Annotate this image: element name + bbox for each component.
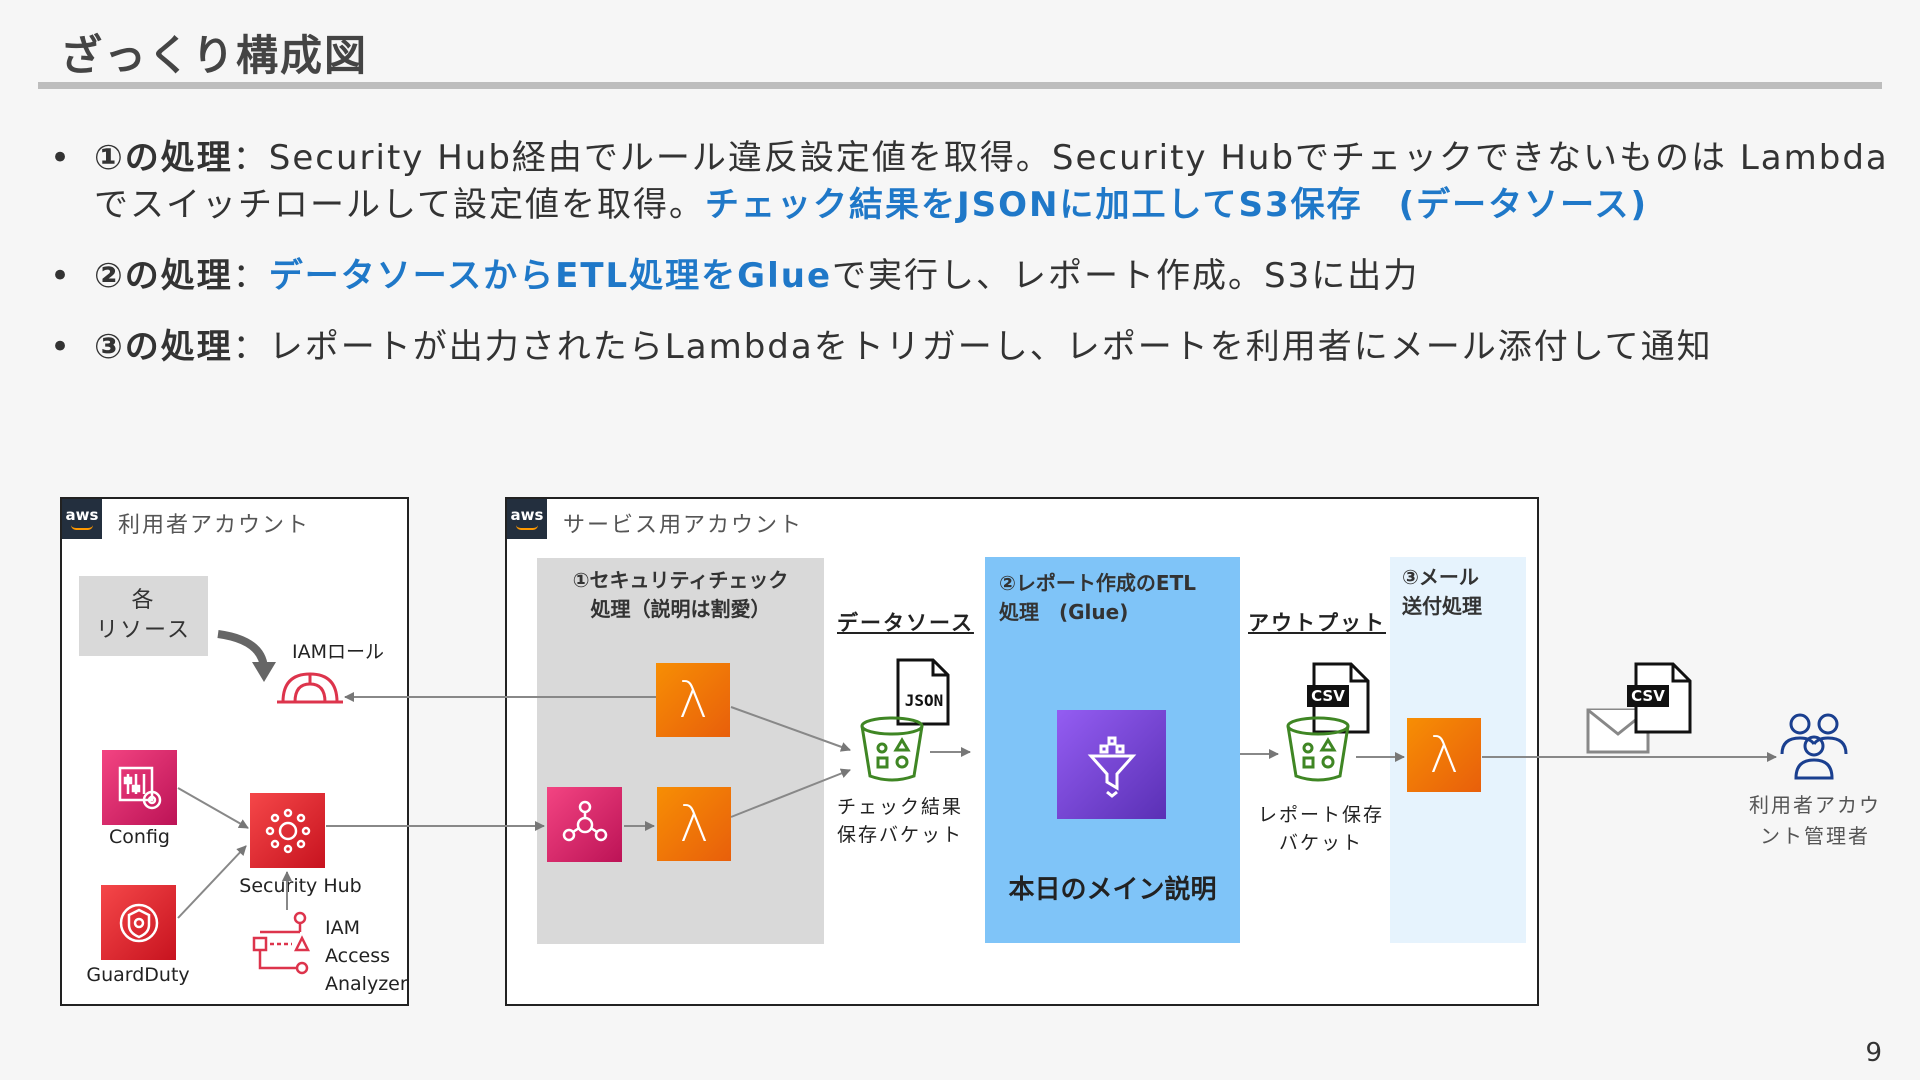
title-divider	[38, 82, 1882, 89]
bullet-1-sep: ：	[232, 138, 269, 178]
aws-logo-icon: aws	[62, 499, 102, 539]
users-icon	[1778, 710, 1850, 784]
csv-document-icon: CSV	[1307, 661, 1371, 735]
eventbridge-icon	[547, 787, 622, 862]
lambda-icon: λ	[656, 663, 730, 737]
bullet-3-sep: ：	[232, 327, 269, 367]
bullet-list: ①の処理：Security Hub経由でルール違反設定値を取得。Security…	[50, 135, 1910, 395]
datasource-label: データソース	[837, 611, 974, 635]
guardduty-label: GuardDuty	[86, 964, 190, 986]
glue-icon	[1057, 710, 1166, 819]
csv-document-icon: CSV	[1627, 661, 1693, 735]
iam-role-icon	[275, 668, 345, 714]
bucket1-label: チェック結果 保存バケット	[836, 796, 963, 846]
bucket2-label: レポート保存 バケット	[1257, 804, 1384, 854]
iam-access-analyzer-label: IAM Access Analyzer	[325, 917, 408, 995]
page-number: 9	[1865, 1038, 1882, 1068]
resources-box: 各 リソース	[79, 576, 208, 656]
s3-bucket-icon	[856, 714, 928, 790]
slide-title: ざっくり構成図	[60, 31, 369, 80]
bullet-1-text: Security Hub経由でルール違反設定値を取得。Security Hubで…	[94, 138, 1889, 225]
security-hub-icon	[250, 793, 325, 868]
bullet-3: ③の処理：レポートが出力されたらLambdaをトリガーし、レポートを利用者にメー…	[50, 324, 1910, 371]
security-check-panel-label: ①セキュリティチェック 処理（説明は割愛）	[572, 568, 789, 621]
iam-access-analyzer-icon	[252, 910, 322, 984]
aws-logo-icon: aws	[507, 499, 547, 539]
lambda-icon: λ	[1407, 718, 1481, 792]
guardduty-icon	[101, 885, 176, 960]
bullet-2-text: で実行し、レポート作成。S3に出力	[832, 256, 1420, 296]
bullet-2-highlight: データソースからETL処理をGlue	[268, 256, 833, 296]
bullet-3-label: ③の処理	[94, 327, 233, 367]
security-check-panel: ①セキュリティチェック 処理（説明は割愛）	[537, 558, 824, 944]
admin-label: 利用者アカウ ント管理者	[1749, 793, 1881, 848]
security-hub-label: Security Hub	[239, 875, 362, 897]
bullet-3-text: レポートが出力されたらLambdaをトリガーし、レポートを利用者にメール添付して…	[268, 327, 1713, 367]
config-label: Config	[109, 826, 170, 848]
glue-etl-panel-label: ②レポート作成のETL 処理 (Glue)	[999, 571, 1196, 624]
json-label: JSON	[904, 691, 944, 710]
bullet-2-label: ②の処理	[94, 256, 233, 296]
s3-bucket-icon	[1282, 714, 1354, 790]
service-account-label: サービス用アカウント	[563, 513, 804, 538]
bullet-1-label: ①の処理	[94, 138, 233, 178]
csv-label: CSV	[1307, 685, 1349, 707]
iam-role-label: IAMロール	[292, 641, 384, 663]
mail-send-panel-label: ③メール 送付処理	[1402, 565, 1482, 618]
bullet-1-highlight: チェック結果をJSONに加工してS3保存 (データソース)	[704, 185, 1648, 225]
output-label: アウトプット	[1248, 611, 1386, 635]
glue-main-label: 本日のメイン説明	[1008, 875, 1217, 905]
bullet-2-sep: ：	[232, 256, 269, 296]
json-document-icon: JSON	[895, 657, 951, 727]
bullet-2: ②の処理：データソースからETL処理をGlueで実行し、レポート作成。S3に出力	[50, 253, 1910, 300]
csv-label: CSV	[1627, 685, 1669, 707]
user-account-label: 利用者アカウント	[118, 513, 311, 538]
lambda-icon: λ	[657, 787, 731, 861]
config-icon	[102, 750, 177, 825]
bullet-1: ①の処理：Security Hub経由でルール違反設定値を取得。Security…	[50, 135, 1910, 229]
